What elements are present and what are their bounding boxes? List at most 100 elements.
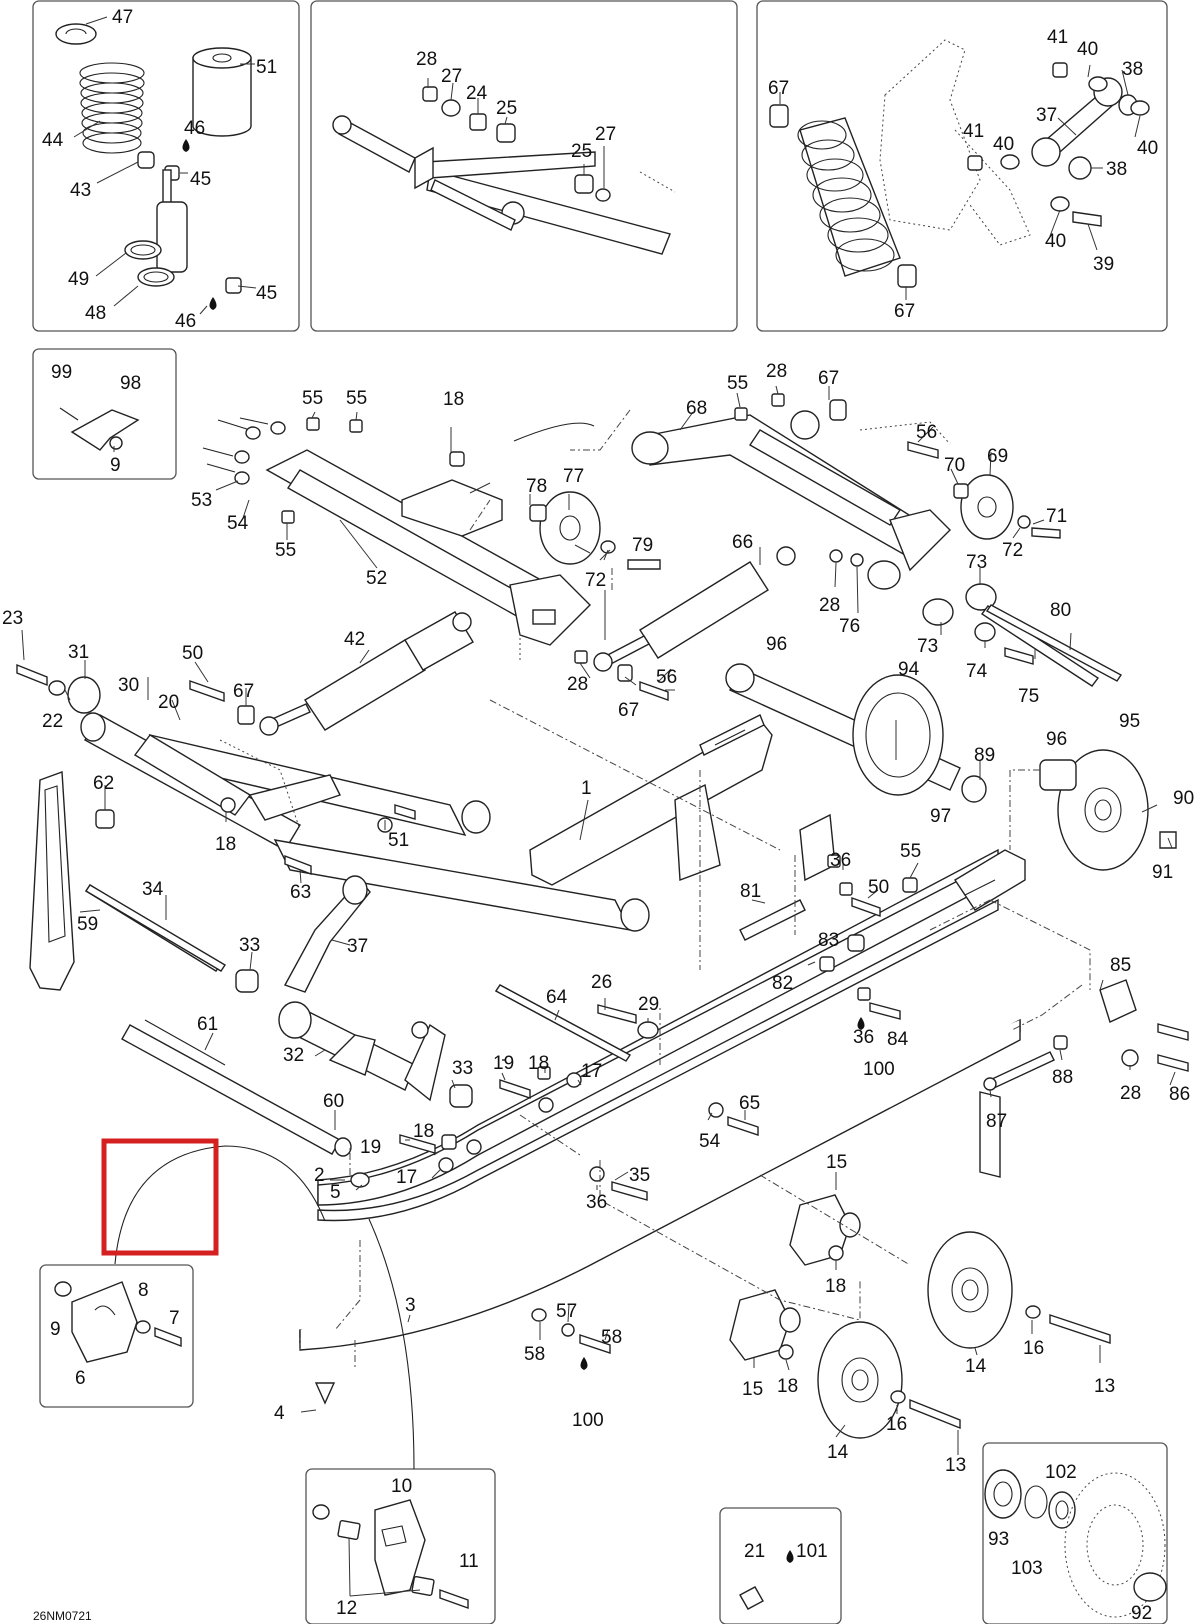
callout-28b: 28 xyxy=(766,361,787,382)
callout-25b: 25 xyxy=(571,141,592,162)
callout-49: 49 xyxy=(68,269,89,290)
callout-11: 11 xyxy=(459,1551,479,1572)
slider-stopper-detail xyxy=(54,1281,182,1363)
callout-76: 76 xyxy=(839,616,860,637)
idler-wheels-upper xyxy=(725,663,1177,871)
callout-92: 92 xyxy=(1131,1603,1152,1624)
callout-2: 2 xyxy=(314,1165,325,1186)
callout-27b: 27 xyxy=(595,124,616,145)
callout-26: 26 xyxy=(591,972,612,993)
callout-103: 103 xyxy=(1011,1558,1043,1579)
callout-77: 77 xyxy=(563,466,584,487)
highlight-box xyxy=(101,1138,219,1256)
callout-10: 10 xyxy=(391,1476,412,1497)
callout-73a: 73 xyxy=(966,552,987,573)
callout-93: 93 xyxy=(988,1529,1009,1550)
panel-wheel-bearing xyxy=(982,1442,1168,1624)
callout-37a: 37 xyxy=(1036,105,1057,126)
panel-shock-spring xyxy=(32,0,300,332)
callout-35: 35 xyxy=(629,1165,650,1186)
callout-63: 63 xyxy=(290,882,311,903)
callout-96b: 96 xyxy=(1046,729,1067,750)
callout-101: 101 xyxy=(796,1541,828,1562)
callout-83: 83 xyxy=(818,930,839,951)
callout-27a: 27 xyxy=(441,66,462,87)
panel-hi-fax-bracket xyxy=(305,1468,496,1624)
callout-97: 97 xyxy=(930,806,951,827)
callout-72a: 72 xyxy=(1002,540,1023,561)
front-arm-main xyxy=(16,663,650,932)
callout-53: 53 xyxy=(191,490,212,511)
callout-33a: 33 xyxy=(239,935,260,956)
callout-100a: 100 xyxy=(863,1059,895,1080)
callout-55a: 55 xyxy=(302,388,323,409)
rear-shock-linkage-assembly xyxy=(769,39,1150,300)
callout-89: 89 xyxy=(974,745,995,766)
callout-100b: 100 xyxy=(572,1410,604,1431)
callout-19a: 19 xyxy=(493,1053,514,1074)
callout-18b: 18 xyxy=(215,834,236,855)
callout-82: 82 xyxy=(772,973,793,994)
callout-13a: 13 xyxy=(1094,1376,1115,1397)
callout-17a: 17 xyxy=(581,1061,602,1082)
callout-96a: 96 xyxy=(766,634,787,655)
document-code: 26NM0721 xyxy=(33,1609,92,1623)
callout-87: 87 xyxy=(986,1111,1007,1132)
callout-24: 24 xyxy=(466,83,488,104)
callout-50b: 50 xyxy=(868,877,889,898)
callout-19b: 19 xyxy=(360,1137,381,1158)
callout-60: 60 xyxy=(323,1091,344,1112)
callout-46a: 46 xyxy=(184,118,205,139)
callout-28c: 28 xyxy=(819,595,840,616)
callout-36c: 36 xyxy=(586,1192,607,1213)
callout-6: 6 xyxy=(75,1368,86,1389)
callout-42: 42 xyxy=(344,629,365,650)
callout-66: 66 xyxy=(732,532,753,553)
hi-fax-bracket-detail xyxy=(312,1499,469,1609)
idler-wheels-lower xyxy=(729,1174,1111,1439)
detail-leader-curves xyxy=(114,422,595,1470)
callout-80: 80 xyxy=(1050,600,1071,621)
main-left-rail xyxy=(317,813,1026,1222)
callout-8: 8 xyxy=(138,1280,149,1301)
callout-98: 98 xyxy=(120,373,141,394)
callout-21: 21 xyxy=(744,1541,765,1562)
callout-44: 44 xyxy=(42,130,64,151)
callout-54a: 54 xyxy=(227,513,249,534)
callout-71: 71 xyxy=(1046,506,1067,527)
callout-45a: 45 xyxy=(190,169,211,190)
callout-28a: 28 xyxy=(416,49,437,70)
callout-37b: 37 xyxy=(347,936,368,957)
callout-65: 65 xyxy=(739,1093,760,1114)
callout-67d: 67 xyxy=(233,681,254,702)
callout-70: 70 xyxy=(944,455,965,476)
callout-73b: 73 xyxy=(917,636,938,657)
shock-absorbers xyxy=(189,546,796,736)
callout-32: 32 xyxy=(283,1045,304,1066)
callout-67a: 67 xyxy=(768,78,789,99)
callout-57: 57 xyxy=(556,1301,577,1322)
callout-28d: 28 xyxy=(567,674,588,695)
callout-102: 102 xyxy=(1045,1462,1077,1483)
callout-40b: 40 xyxy=(1137,138,1158,159)
callout-4: 4 xyxy=(274,1403,285,1424)
callout-52: 52 xyxy=(366,568,387,589)
callout-67c: 67 xyxy=(818,368,839,389)
callout-45b: 45 xyxy=(256,283,277,304)
callout-9a: 9 xyxy=(50,1319,61,1340)
callout-88: 88 xyxy=(1052,1067,1073,1088)
grease-fitting-detail xyxy=(739,1550,794,1610)
callout-30: 30 xyxy=(118,675,139,696)
callout-16a: 16 xyxy=(1023,1338,1044,1359)
callout-40d: 40 xyxy=(1045,231,1066,252)
callout-84: 84 xyxy=(887,1029,909,1050)
callout-51b: 51 xyxy=(388,830,409,851)
callout-74: 74 xyxy=(966,661,988,682)
callout-28e: 28 xyxy=(1120,1083,1141,1104)
callout-38a: 38 xyxy=(1122,59,1143,80)
callout-68: 68 xyxy=(686,398,707,419)
callout-38b: 38 xyxy=(1106,159,1127,180)
callout-47: 47 xyxy=(112,7,133,28)
callout-56a: 56 xyxy=(916,422,937,443)
